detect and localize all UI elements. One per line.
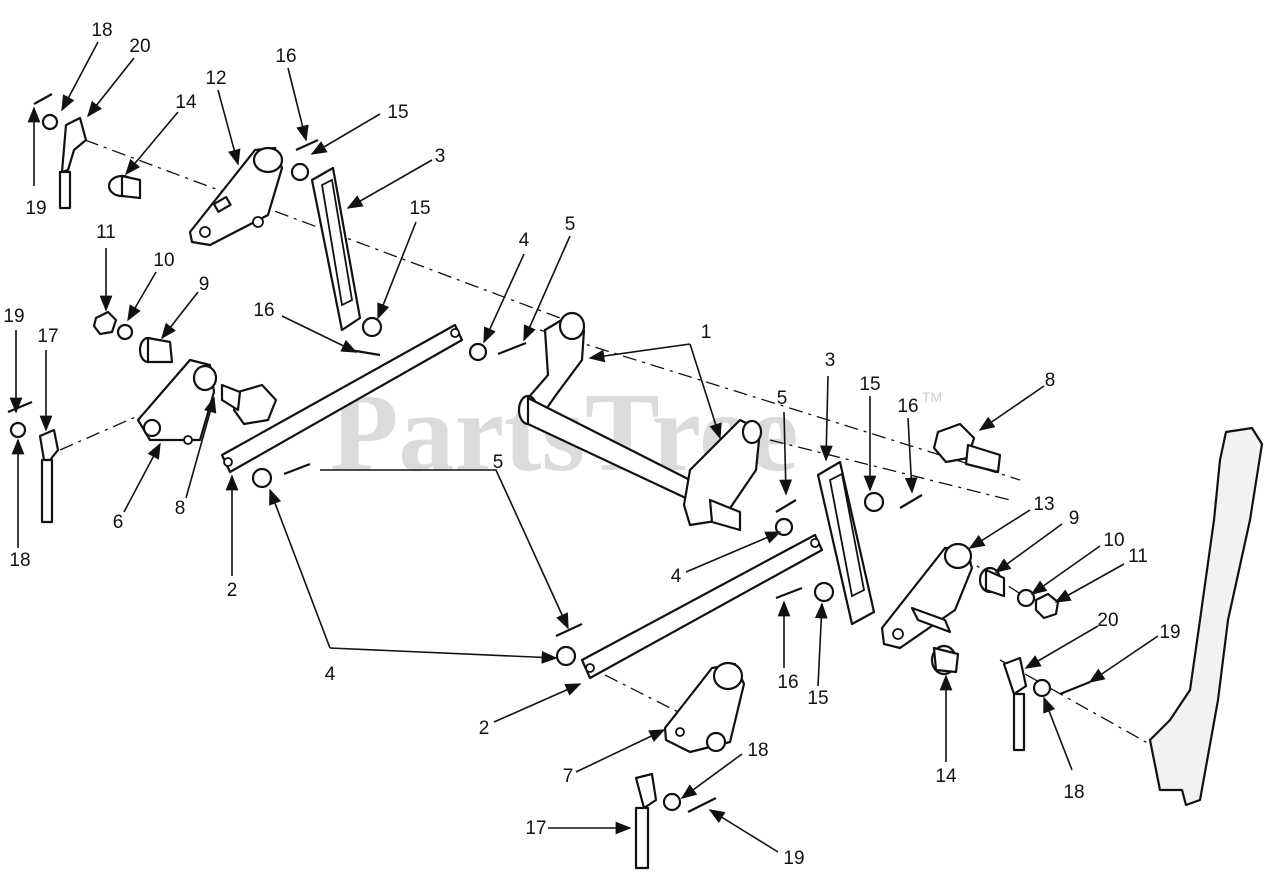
callout-18: 18 bbox=[1063, 782, 1084, 803]
washer-4-left bbox=[251, 467, 273, 489]
callout-4: 4 bbox=[671, 566, 682, 587]
link-bar-2-upper bbox=[220, 323, 464, 474]
callout-17: 17 bbox=[37, 326, 58, 347]
cotter-pin-16-upper bbox=[295, 138, 319, 152]
callout-20: 20 bbox=[129, 36, 150, 57]
washer-10-left bbox=[116, 323, 134, 341]
callout-15: 15 bbox=[807, 688, 828, 709]
callout-1: 1 bbox=[701, 322, 712, 343]
washer-10-right bbox=[1016, 588, 1036, 608]
callout-16: 16 bbox=[777, 672, 798, 693]
watermark: PartsTree TM bbox=[330, 371, 942, 495]
cotter-pin-16-right bbox=[899, 494, 923, 509]
callout-3: 3 bbox=[825, 350, 836, 371]
threaded-rod-17-left bbox=[38, 428, 60, 524]
callout-15: 15 bbox=[409, 198, 430, 219]
bracket-7 bbox=[663, 661, 746, 754]
washer-15-upper bbox=[290, 162, 310, 182]
slotted-arm-3-right bbox=[816, 460, 876, 626]
callout-9: 9 bbox=[199, 274, 210, 295]
cotter-pin-5-right bbox=[775, 499, 797, 513]
cotter-pin-5-lower bbox=[555, 623, 583, 637]
cotter-pin-19-left bbox=[7, 400, 33, 414]
bushing-9-right bbox=[978, 566, 1006, 598]
callout-5: 5 bbox=[777, 388, 788, 409]
callout-17: 17 bbox=[525, 818, 546, 839]
washer-18-top-left bbox=[41, 113, 59, 131]
washer-4-right bbox=[774, 517, 794, 537]
washer-18-lower bbox=[662, 792, 682, 812]
callout-8: 8 bbox=[1045, 370, 1056, 391]
bracket-12 bbox=[188, 146, 284, 247]
bolt-8-right bbox=[932, 422, 1002, 474]
bracket-13 bbox=[880, 542, 974, 650]
callout-16: 16 bbox=[275, 46, 296, 67]
callout-7: 7 bbox=[563, 766, 574, 787]
bolt-8-left bbox=[220, 383, 278, 426]
washer-15-lower-right bbox=[813, 581, 835, 603]
callout-19: 19 bbox=[1159, 622, 1180, 643]
callout-19: 19 bbox=[783, 848, 804, 869]
callout-9: 9 bbox=[1069, 508, 1080, 529]
callout-19: 19 bbox=[3, 306, 24, 327]
lift-lever-handle bbox=[1148, 426, 1264, 807]
cross-shaft-1 bbox=[517, 311, 763, 532]
callout-10: 10 bbox=[153, 250, 174, 271]
callout-16: 16 bbox=[897, 396, 918, 417]
callout-3: 3 bbox=[435, 146, 446, 167]
callout-18: 18 bbox=[91, 20, 112, 41]
washer-15-right bbox=[863, 491, 885, 513]
callout-20: 20 bbox=[1097, 610, 1118, 631]
callout-5: 5 bbox=[493, 452, 504, 473]
callout-4: 4 bbox=[325, 664, 336, 685]
cotter-pin-16-lower-right bbox=[775, 586, 803, 600]
link-bar-2-lower bbox=[580, 533, 824, 680]
clevis-rod-20-right bbox=[1002, 656, 1028, 752]
callout-19: 19 bbox=[25, 198, 46, 219]
cotter-pin-5-upper bbox=[497, 341, 527, 356]
leader-lines bbox=[9, 41, 1159, 853]
callout-6: 6 bbox=[113, 512, 124, 533]
washer-4-upper bbox=[468, 342, 488, 362]
callout-18: 18 bbox=[9, 550, 30, 571]
callout-15: 15 bbox=[387, 102, 408, 123]
watermark-trademark: TM bbox=[922, 389, 942, 405]
bushing-9-left bbox=[138, 336, 174, 364]
clevis-rod-top-left bbox=[58, 116, 88, 210]
threaded-rod-17-lower bbox=[634, 772, 658, 870]
callout-8: 8 bbox=[175, 498, 186, 519]
slotted-arm-3-upper bbox=[310, 166, 362, 332]
callout-11: 11 bbox=[1128, 546, 1148, 567]
callout-18: 18 bbox=[747, 740, 768, 761]
cotter-pin-19-right bbox=[1059, 680, 1091, 696]
nut-11-right bbox=[1034, 592, 1060, 620]
callout-4: 4 bbox=[519, 230, 530, 251]
callout-2: 2 bbox=[479, 718, 490, 739]
callout-labels: 18 20 12 16 14 15 3 19 15 11 4 5 10 9 16… bbox=[3, 20, 1180, 869]
washer-4-lower bbox=[555, 645, 577, 667]
cotter-pin-19-top-left bbox=[33, 93, 53, 105]
washer-18-right bbox=[1032, 678, 1052, 698]
callout-5: 5 bbox=[565, 214, 576, 235]
bracket-6 bbox=[136, 358, 218, 445]
cotter-pin-5-left bbox=[283, 462, 311, 476]
callout-13: 13 bbox=[1033, 494, 1054, 515]
callout-11: 11 bbox=[96, 222, 116, 243]
callout-15: 15 bbox=[859, 374, 880, 395]
cotter-pin-19-lower bbox=[687, 797, 717, 813]
callout-14: 14 bbox=[175, 92, 197, 113]
washer-18-left bbox=[9, 421, 27, 439]
pin-14-lower bbox=[930, 644, 960, 676]
callout-10: 10 bbox=[1103, 530, 1124, 551]
washer-15-lower-left bbox=[361, 316, 383, 338]
callout-2: 2 bbox=[227, 580, 238, 601]
callout-12: 12 bbox=[205, 68, 226, 89]
nut-11-left bbox=[92, 310, 118, 336]
callout-14: 14 bbox=[935, 766, 957, 787]
pin-14-top bbox=[107, 174, 142, 200]
callout-16: 16 bbox=[253, 300, 274, 321]
